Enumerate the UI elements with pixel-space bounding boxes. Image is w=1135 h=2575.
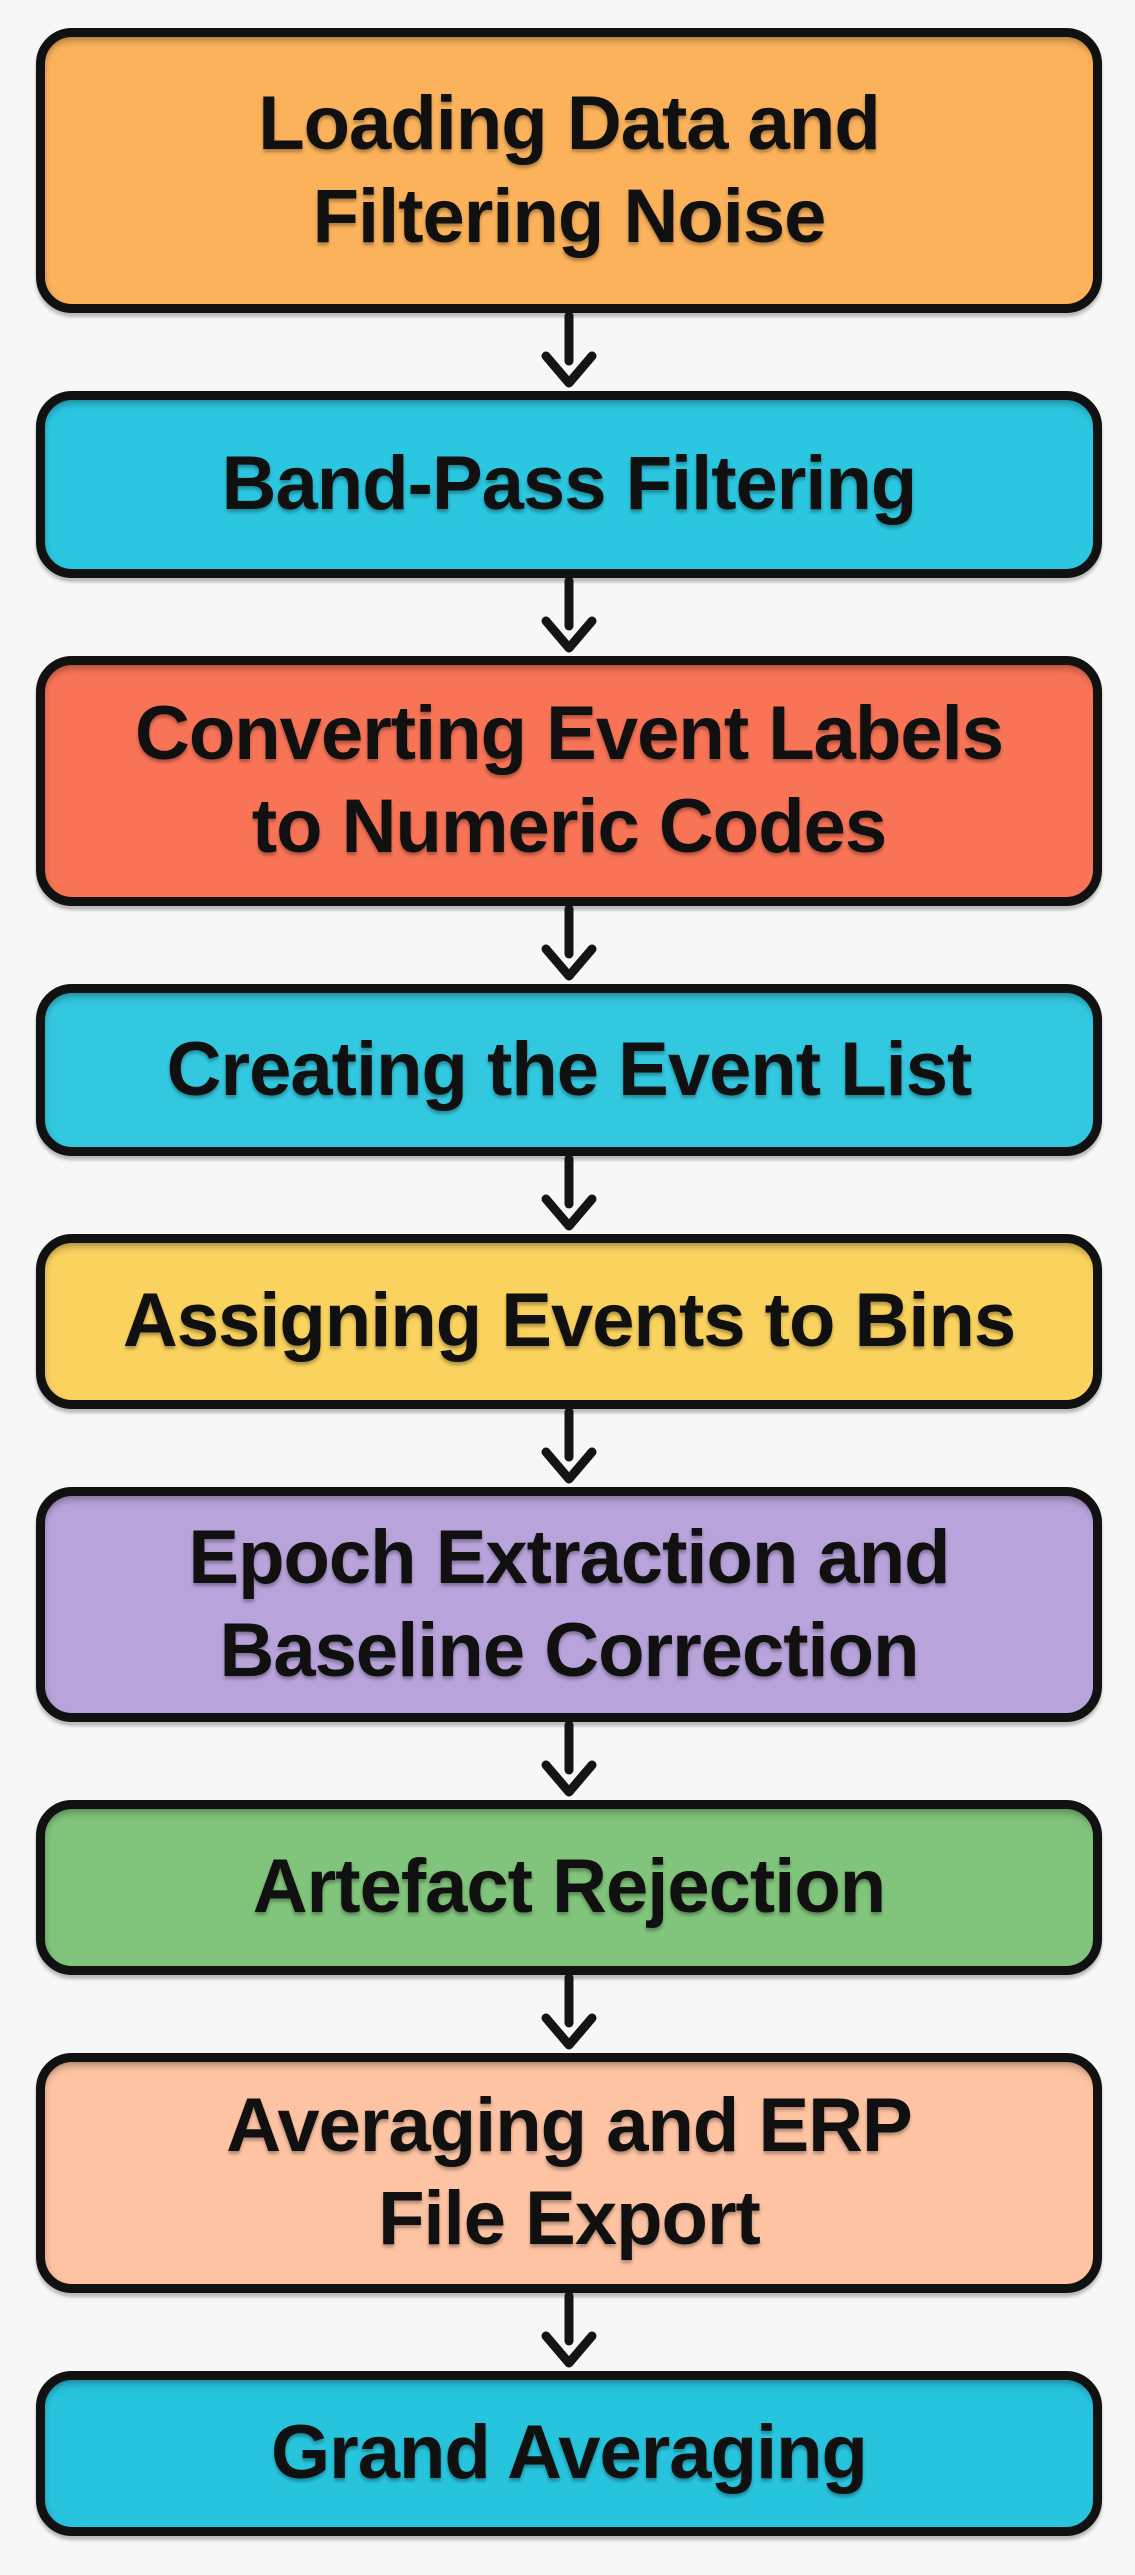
- flow-step-band-pass-filtering: Band-Pass Filtering: [36, 391, 1102, 578]
- flow-step-epoch-extraction: Epoch Extraction and Baseline Correction: [36, 1487, 1102, 1722]
- arrow-down-icon: [541, 313, 597, 388]
- arrow-down-icon: [541, 578, 597, 653]
- connector-1: [36, 313, 1102, 391]
- connector-4: [36, 1156, 1102, 1234]
- flow-step-label: Assigning Events to Bins: [122, 1278, 1016, 1364]
- flow-step-converting-event-labels: Converting Event Labels to Numeric Codes: [36, 656, 1102, 906]
- arrow-down-icon: [541, 1722, 597, 1797]
- flow-step-averaging-erp-export: Averaging and ERP File Export: [36, 2053, 1102, 2293]
- flow-step-assigning-events-to-bins: Assigning Events to Bins: [36, 1234, 1102, 1409]
- arrow-down-icon: [541, 906, 597, 981]
- flow-step-label: Converting Event Labels to Numeric Codes: [134, 691, 1004, 869]
- connector-8: [36, 2293, 1102, 2371]
- flow-step-label: Grand Averaging: [271, 2410, 868, 2496]
- flow-step-label: Averaging and ERP File Export: [226, 2083, 912, 2261]
- connector-5: [36, 1409, 1102, 1487]
- connector-7: [36, 1975, 1102, 2053]
- flow-step-creating-event-list: Creating the Event List: [36, 984, 1102, 1156]
- connector-2: [36, 578, 1102, 656]
- flow-step-label: Creating the Event List: [166, 1026, 973, 1112]
- connector-3: [36, 906, 1102, 984]
- arrow-down-icon: [541, 1975, 597, 2050]
- flow-step-loading-data: Loading Data and Filtering Noise: [36, 28, 1102, 313]
- flow-step-artefact-rejection: Artefact Rejection: [36, 1800, 1102, 1975]
- flow-step-label: Band-Pass Filtering: [221, 441, 918, 527]
- arrow-down-icon: [541, 2293, 597, 2368]
- arrow-down-icon: [541, 1156, 597, 1231]
- flow-step-label: Loading Data and Filtering Noise: [258, 80, 881, 259]
- flow-step-label: Artefact Rejection: [252, 1844, 886, 1930]
- arrow-down-icon: [541, 1409, 597, 1484]
- flow-step-label: Epoch Extraction and Baseline Correction: [188, 1514, 950, 1693]
- connector-6: [36, 1722, 1102, 1800]
- flow-step-grand-averaging: Grand Averaging: [36, 2371, 1102, 2536]
